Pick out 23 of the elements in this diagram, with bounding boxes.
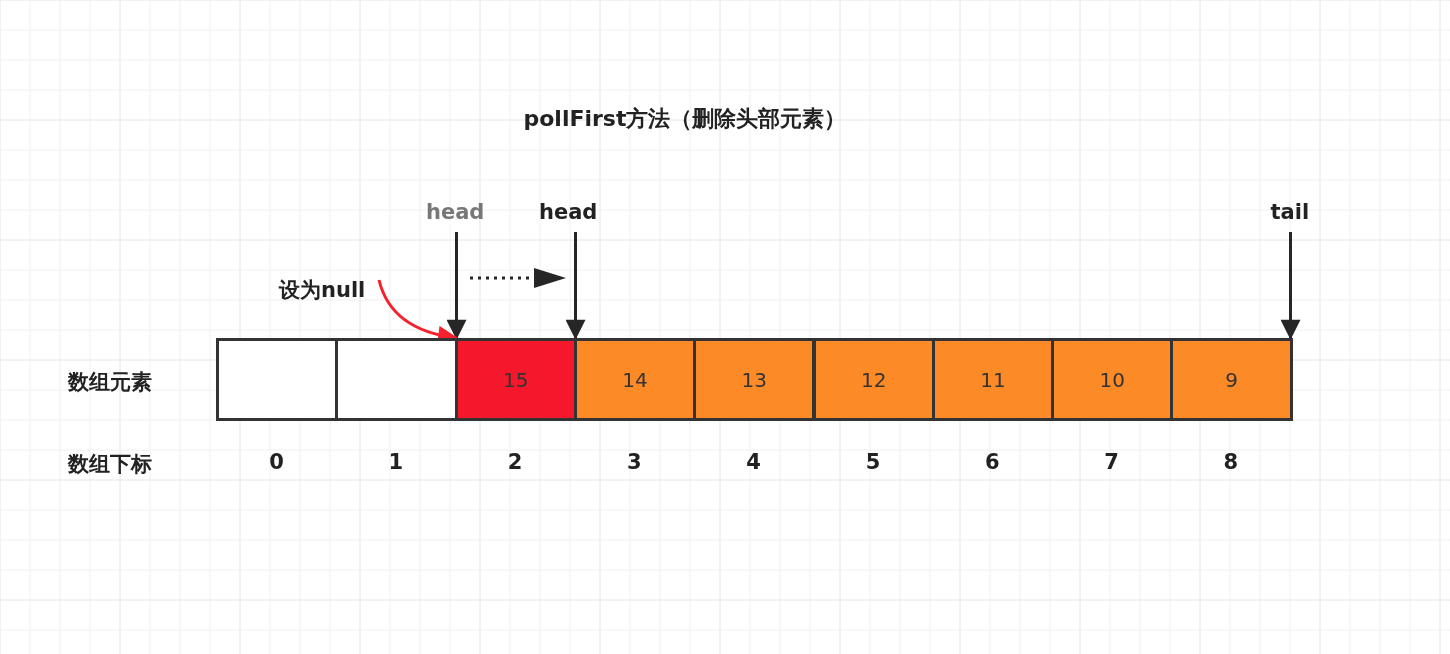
array-cell: 12: [812, 338, 935, 421]
array-cell: 9: [1170, 338, 1293, 421]
index-label: 8: [1223, 450, 1239, 474]
pointer-label: head: [539, 200, 598, 224]
pointer-label: tail: [1270, 200, 1310, 224]
index-label: 5: [865, 450, 881, 474]
array-cell: 13: [693, 338, 816, 421]
index-label: 1: [388, 450, 404, 474]
index-label: 6: [984, 450, 1000, 474]
pointer-label: head: [426, 200, 485, 224]
pointer-label: 设为null: [279, 276, 366, 304]
arrow: [1280, 232, 1301, 340]
arrow: [565, 232, 586, 340]
index-label: 3: [627, 450, 642, 474]
index-label: 2: [507, 450, 523, 474]
index-label: 4: [746, 450, 761, 474]
row-label: 数组元素: [68, 369, 152, 396]
title: pollFirst方法（删除头部元素）: [522, 105, 848, 133]
array-cell: [335, 338, 458, 421]
index-label: 0: [269, 450, 284, 474]
arrow: [446, 232, 467, 340]
row-label: 数组下标: [68, 451, 152, 478]
index-label: 7: [1104, 450, 1119, 474]
